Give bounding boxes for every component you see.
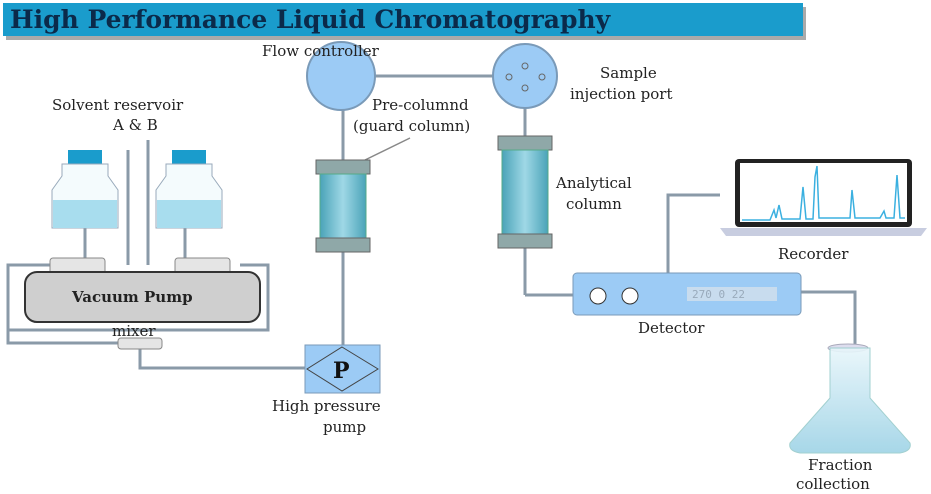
sample-label-2: injection port	[570, 85, 673, 103]
hp-pump-label-2: pump	[323, 418, 366, 436]
chromatogram-trace	[742, 165, 905, 221]
fraction-flask	[789, 343, 911, 454]
page-title: High Performance Liquid Chromatography	[10, 5, 612, 34]
sample-label-1: Sample	[600, 64, 657, 82]
sample-injection-port	[492, 43, 558, 109]
high-pressure-pump: P	[304, 344, 381, 394]
detector-label: Detector	[638, 319, 705, 337]
recorder-label: Recorder	[778, 245, 849, 263]
flow-controller	[306, 41, 376, 111]
detector: 270 0 22	[572, 272, 802, 316]
analytical-column	[497, 135, 553, 249]
hp-pump-label-1: High pressure	[272, 397, 381, 415]
solvent-bottle-b	[155, 150, 223, 229]
precolumn-label-1: Pre-columnd	[372, 96, 469, 114]
guard-column	[315, 159, 371, 253]
title-banner: High Performance Liquid Chromatography	[3, 3, 806, 40]
fraction-label-2: collection	[796, 475, 870, 493]
mixer-label: mixer	[112, 322, 156, 340]
vacuum-pump: Vacuum Pump	[24, 257, 261, 323]
precolumn-label-2: (guard column)	[353, 117, 470, 135]
vacuum-pump-label: Vacuum Pump	[71, 288, 193, 306]
detector-display: 270 0 22	[692, 288, 745, 301]
solvent-bottle-a	[51, 150, 119, 229]
analytical-label-2: column	[566, 195, 622, 213]
fraction-label-1: Fraction	[808, 456, 873, 474]
solvent-label-1: Solvent reservoir	[52, 96, 184, 114]
mixer	[117, 337, 163, 350]
recorder-laptop	[720, 159, 927, 236]
solvent-label-2: A & B	[112, 116, 158, 134]
pump-symbol: P	[333, 358, 350, 384]
flow-controller-label: Flow controller	[262, 42, 380, 60]
analytical-label-1: Analytical	[555, 174, 632, 192]
